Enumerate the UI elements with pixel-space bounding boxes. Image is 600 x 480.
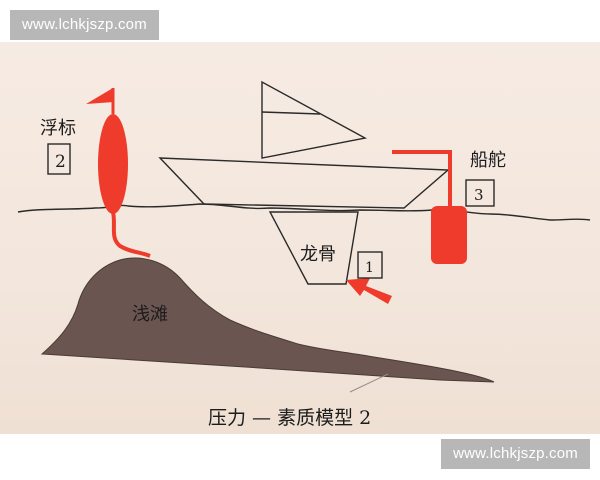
keel-number-box (357, 251, 383, 279)
boat-sail (261, 80, 368, 159)
pressure-arrow-icon (346, 278, 392, 304)
pressure-model-diagram: 浮标 2 船舵 3 龙骨 1 浅滩 压力 — 素质模型 2 (17, 80, 591, 429)
buoy-label: 浮标 (40, 118, 76, 139)
sail-batten (261, 111, 321, 115)
shoal-shape (40, 257, 495, 383)
buoy-number-box (47, 143, 71, 175)
buoy-icon (86, 88, 151, 258)
diagram-photo: 浮标 2 船舵 3 龙骨 1 浅滩 压力 — 素质模型 2 (0, 42, 600, 434)
pencil-mark (349, 373, 389, 393)
rudder-number: 3 (474, 186, 484, 204)
rudder-icon (392, 150, 467, 264)
watermark-top: www.lchkjszp.com (10, 10, 159, 40)
keel-label: 龙骨 (300, 244, 336, 265)
buoy-number: 2 (55, 152, 66, 172)
keel-number: 1 (365, 260, 374, 276)
diagram-caption: 压力 — 素质模型 2 (208, 407, 371, 429)
watermark-bottom: www.lchkjszp.com (441, 439, 590, 469)
rudder-label: 船舵 (470, 150, 506, 171)
keel-shape (268, 211, 359, 285)
boat-hull (158, 157, 450, 209)
shoal-label: 浅滩 (132, 304, 168, 325)
rudder-number-box (465, 179, 495, 207)
